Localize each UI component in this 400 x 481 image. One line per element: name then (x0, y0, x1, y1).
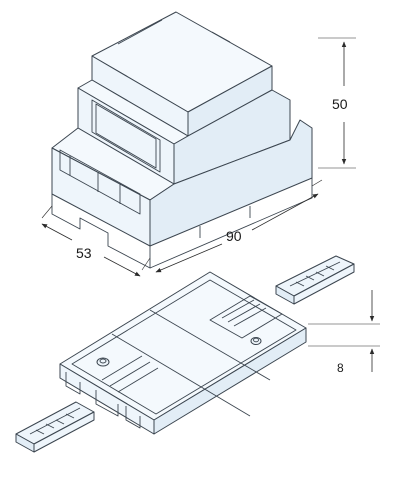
dimension-depth: 53 (41, 205, 151, 277)
housing-lower-side (149, 119, 313, 247)
dim-label-length: 90 (226, 228, 242, 244)
dim-label-depth: 53 (76, 245, 92, 261)
end-clip-left (15, 401, 95, 453)
base-plate-side-wall (153, 327, 307, 435)
dimension-height: 50 (318, 37, 356, 169)
dimension-base-height: 8 (308, 290, 380, 375)
base-plate (59, 271, 307, 435)
enclosure-housing (51, 11, 313, 269)
front-label-window (91, 99, 161, 173)
end-clip-right (275, 255, 355, 305)
dim-label-height: 50 (332, 96, 348, 112)
terminal-cavity (59, 149, 141, 215)
clip-panel (209, 295, 283, 339)
dimension-length: 90 (155, 179, 323, 273)
dim-label-base-height: 8 (337, 361, 344, 375)
